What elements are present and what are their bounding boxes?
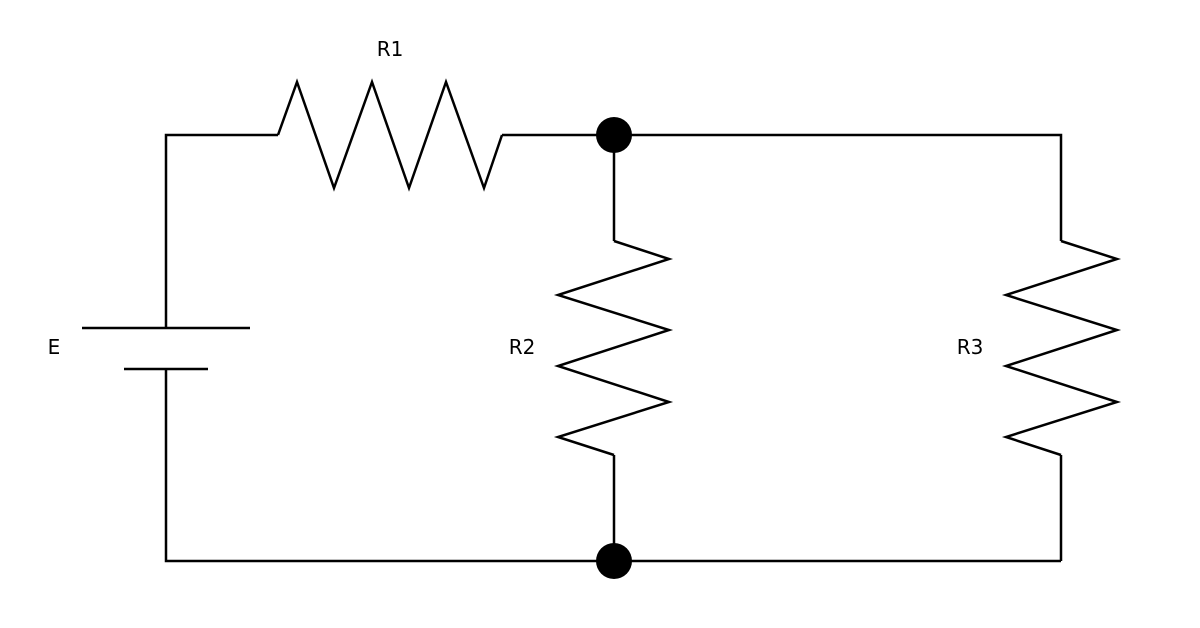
junction-top-node bbox=[596, 117, 632, 153]
resistor-r1-label: R1 bbox=[377, 37, 404, 61]
resistor-r3-zigzag bbox=[1001, 239, 1122, 457]
battery-e: E bbox=[48, 326, 250, 371]
resistor-r3-label: R3 bbox=[957, 335, 984, 359]
wire-top-right bbox=[614, 133, 1063, 241]
wires bbox=[164, 133, 1063, 563]
resistor-r1: R1 bbox=[276, 37, 504, 192]
resistor-r2: R2 bbox=[509, 239, 674, 457]
resistor-r2-label: R2 bbox=[509, 335, 536, 359]
resistor-r1-zigzag bbox=[276, 78, 504, 192]
resistor-r2-zigzag bbox=[553, 239, 674, 457]
wire-left-top bbox=[164, 133, 278, 328]
junction-bottom-node bbox=[596, 543, 632, 579]
wire-bottom bbox=[164, 369, 1061, 563]
battery-label: E bbox=[48, 335, 61, 359]
resistor-r3: R3 bbox=[957, 239, 1122, 457]
